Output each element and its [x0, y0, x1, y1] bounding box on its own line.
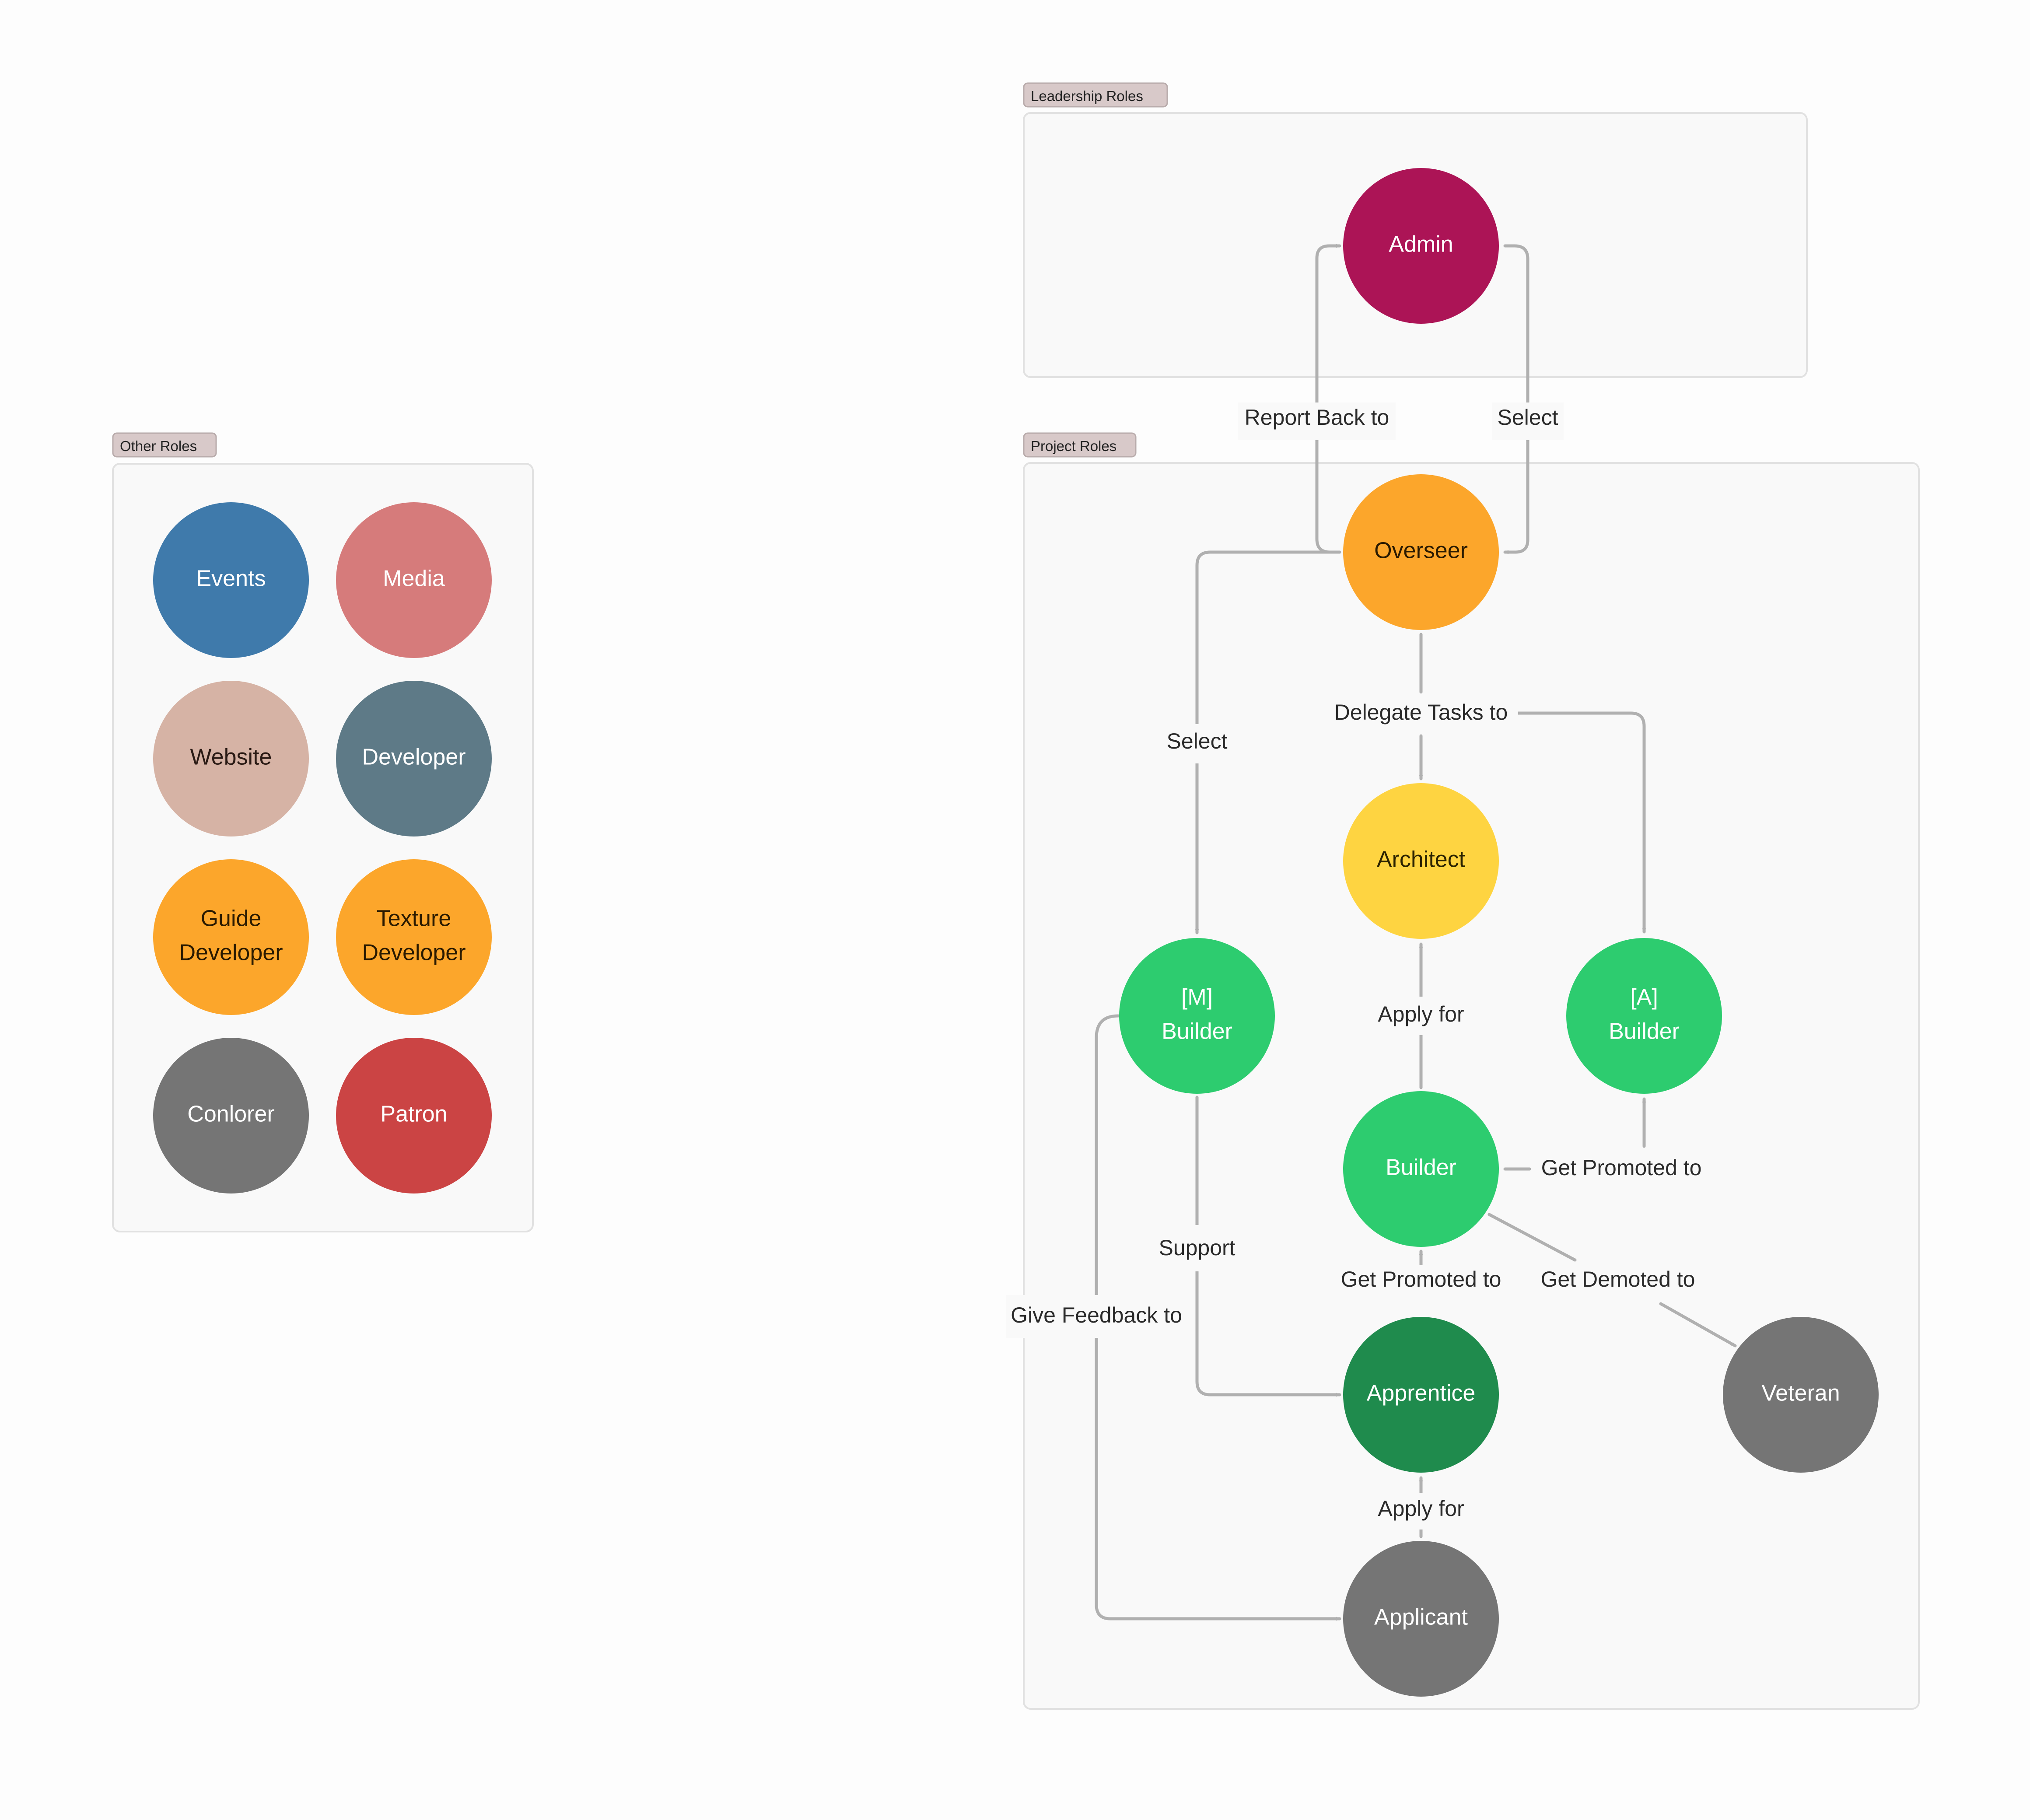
node-label-builder: Builder [1386, 1155, 1456, 1180]
node-circle-guide-developer [153, 859, 309, 1015]
project-roles-frame [1023, 462, 1920, 1710]
edge-builder-applies-architect[interactable]: Apply for [1369, 942, 1473, 1089]
node-label-admin: Admin [1389, 232, 1453, 257]
edge-label-select-overseer: Select [1167, 729, 1228, 753]
node-a-builder[interactable]: [A] Builder [1566, 938, 1722, 1094]
node-developer[interactable]: Developer [336, 681, 492, 836]
node-circle-builder [1343, 1091, 1499, 1247]
edge-label-apply-for-architect: Apply for [1378, 1002, 1464, 1026]
edge-overseer-reports-admin[interactable]: Report Back to [1238, 244, 1396, 554]
edge-builder-promoted-a-builder[interactable]: Get Promoted to [1503, 1097, 1707, 1188]
edge-overseer-delegates[interactable]: Delegate Tasks to [1326, 633, 1646, 934]
node-events[interactable]: Events [153, 502, 309, 658]
node-media[interactable]: Media [336, 502, 492, 658]
node-circle-texture-developer [336, 859, 492, 1015]
edge-admin-selects-overseer[interactable]: Select [1492, 244, 1564, 554]
node-website[interactable]: Website [153, 681, 309, 836]
node-label-texture-developer-line-1: Texture [377, 906, 452, 931]
leadership-roles-tag [1023, 82, 1168, 108]
node-label-events: Events [196, 566, 266, 592]
node-label-patron: Patron [380, 1102, 447, 1127]
edge-label-get-promoted-to-builder: Get Promoted to [1341, 1267, 1502, 1292]
other-roles-tag-label: Other Roles [120, 438, 197, 454]
node-conlorer[interactable]: Conlorer [153, 1038, 309, 1194]
node-label-veteran: Veteran [1761, 1381, 1840, 1406]
node-circle-admin [1343, 168, 1499, 324]
node-label-website: Website [190, 745, 272, 770]
node-circle-media [336, 502, 492, 658]
edge-applicant-applies-apprentice[interactable]: Apply for [1369, 1476, 1473, 1538]
node-apprentice[interactable]: Apprentice [1343, 1317, 1499, 1473]
node-builder[interactable]: Builder [1343, 1091, 1499, 1247]
edge-apprentice-promoted-builder[interactable]: Get Promoted to [1336, 1250, 1506, 1297]
project-roles-group: Project Roles [1023, 432, 1920, 1710]
edge-label-get-demoted-to: Get Demoted to [1541, 1267, 1695, 1292]
edge-label-support: Support [1158, 1236, 1235, 1260]
edge-m-builder-feedback-applicant[interactable]: Give Feedback to [1006, 1014, 1341, 1621]
edge-label-select-admin: Select [1498, 405, 1558, 430]
node-circle-apprentice [1343, 1317, 1499, 1473]
node-label-texture-developer-line-2: Developer [362, 940, 466, 966]
other-roles-tag [112, 432, 217, 458]
node-label-applicant: Applicant [1374, 1605, 1468, 1630]
node-label-architect: Architect [1377, 847, 1466, 872]
edge-label-report-back-to: Report Back to [1245, 405, 1390, 430]
leadership-roles-tag-label: Leadership Roles [1031, 88, 1143, 104]
node-circle-website [153, 681, 309, 836]
node-label-a-builder-line-2: Builder [1609, 1019, 1680, 1044]
edges-layer: Report Back to Select Select Delegate Ta… [1006, 244, 1737, 1621]
node-label-apprentice: Apprentice [1367, 1381, 1476, 1406]
edge-label-delegate-tasks-to: Delegate Tasks to [1334, 700, 1508, 724]
node-m-builder[interactable]: [M] Builder [1119, 938, 1275, 1094]
node-circle-developer [336, 681, 492, 836]
edge-m-builder-supports-apprentice[interactable]: Support [1155, 1096, 1341, 1397]
node-label-guide-developer-line-1: Guide [201, 906, 262, 931]
node-circle-applicant [1343, 1541, 1499, 1697]
node-patron[interactable]: Patron [336, 1038, 492, 1194]
node-circle-events [153, 502, 309, 658]
edge-overseer-selects-m-builder[interactable]: Select [1161, 550, 1341, 934]
node-label-a-builder-line-1: [A] [1630, 985, 1658, 1010]
node-circle-veteran [1723, 1317, 1879, 1473]
node-circle-m-builder [1119, 938, 1275, 1094]
edge-label-apply-for-apprentice: Apply for [1378, 1496, 1464, 1521]
node-circle-conlorer [153, 1038, 309, 1194]
project-roles-tag [1023, 432, 1137, 458]
project-roles-tag-label: Project Roles [1031, 438, 1116, 454]
node-label-media: Media [383, 566, 445, 592]
edge-label-give-feedback-to: Give Feedback to [1011, 1303, 1182, 1327]
node-label-overseer: Overseer [1374, 538, 1468, 564]
node-label-developer: Developer [362, 745, 466, 770]
edge-builder-demoted-veteran[interactable]: Get Demoted to [1488, 1213, 1737, 1348]
node-label-guide-developer-line-2: Developer [179, 940, 283, 966]
node-circle-patron [336, 1038, 492, 1194]
node-circle-a-builder [1566, 938, 1722, 1094]
node-applicant[interactable]: Applicant [1343, 1541, 1499, 1697]
edge-label-get-promoted-to-a: Get Promoted to [1541, 1155, 1702, 1180]
node-circle-overseer [1343, 474, 1499, 630]
node-veteran[interactable]: Veteran [1723, 1317, 1879, 1473]
node-architect[interactable]: Architect [1343, 783, 1499, 939]
node-label-m-builder-line-1: [M] [1181, 985, 1213, 1010]
node-label-conlorer: Conlorer [187, 1102, 274, 1127]
node-admin[interactable]: Admin [1343, 168, 1499, 324]
node-label-m-builder-line-2: Builder [1162, 1019, 1232, 1044]
node-overseer[interactable]: Overseer [1343, 474, 1499, 630]
node-circle-architect [1343, 783, 1499, 939]
